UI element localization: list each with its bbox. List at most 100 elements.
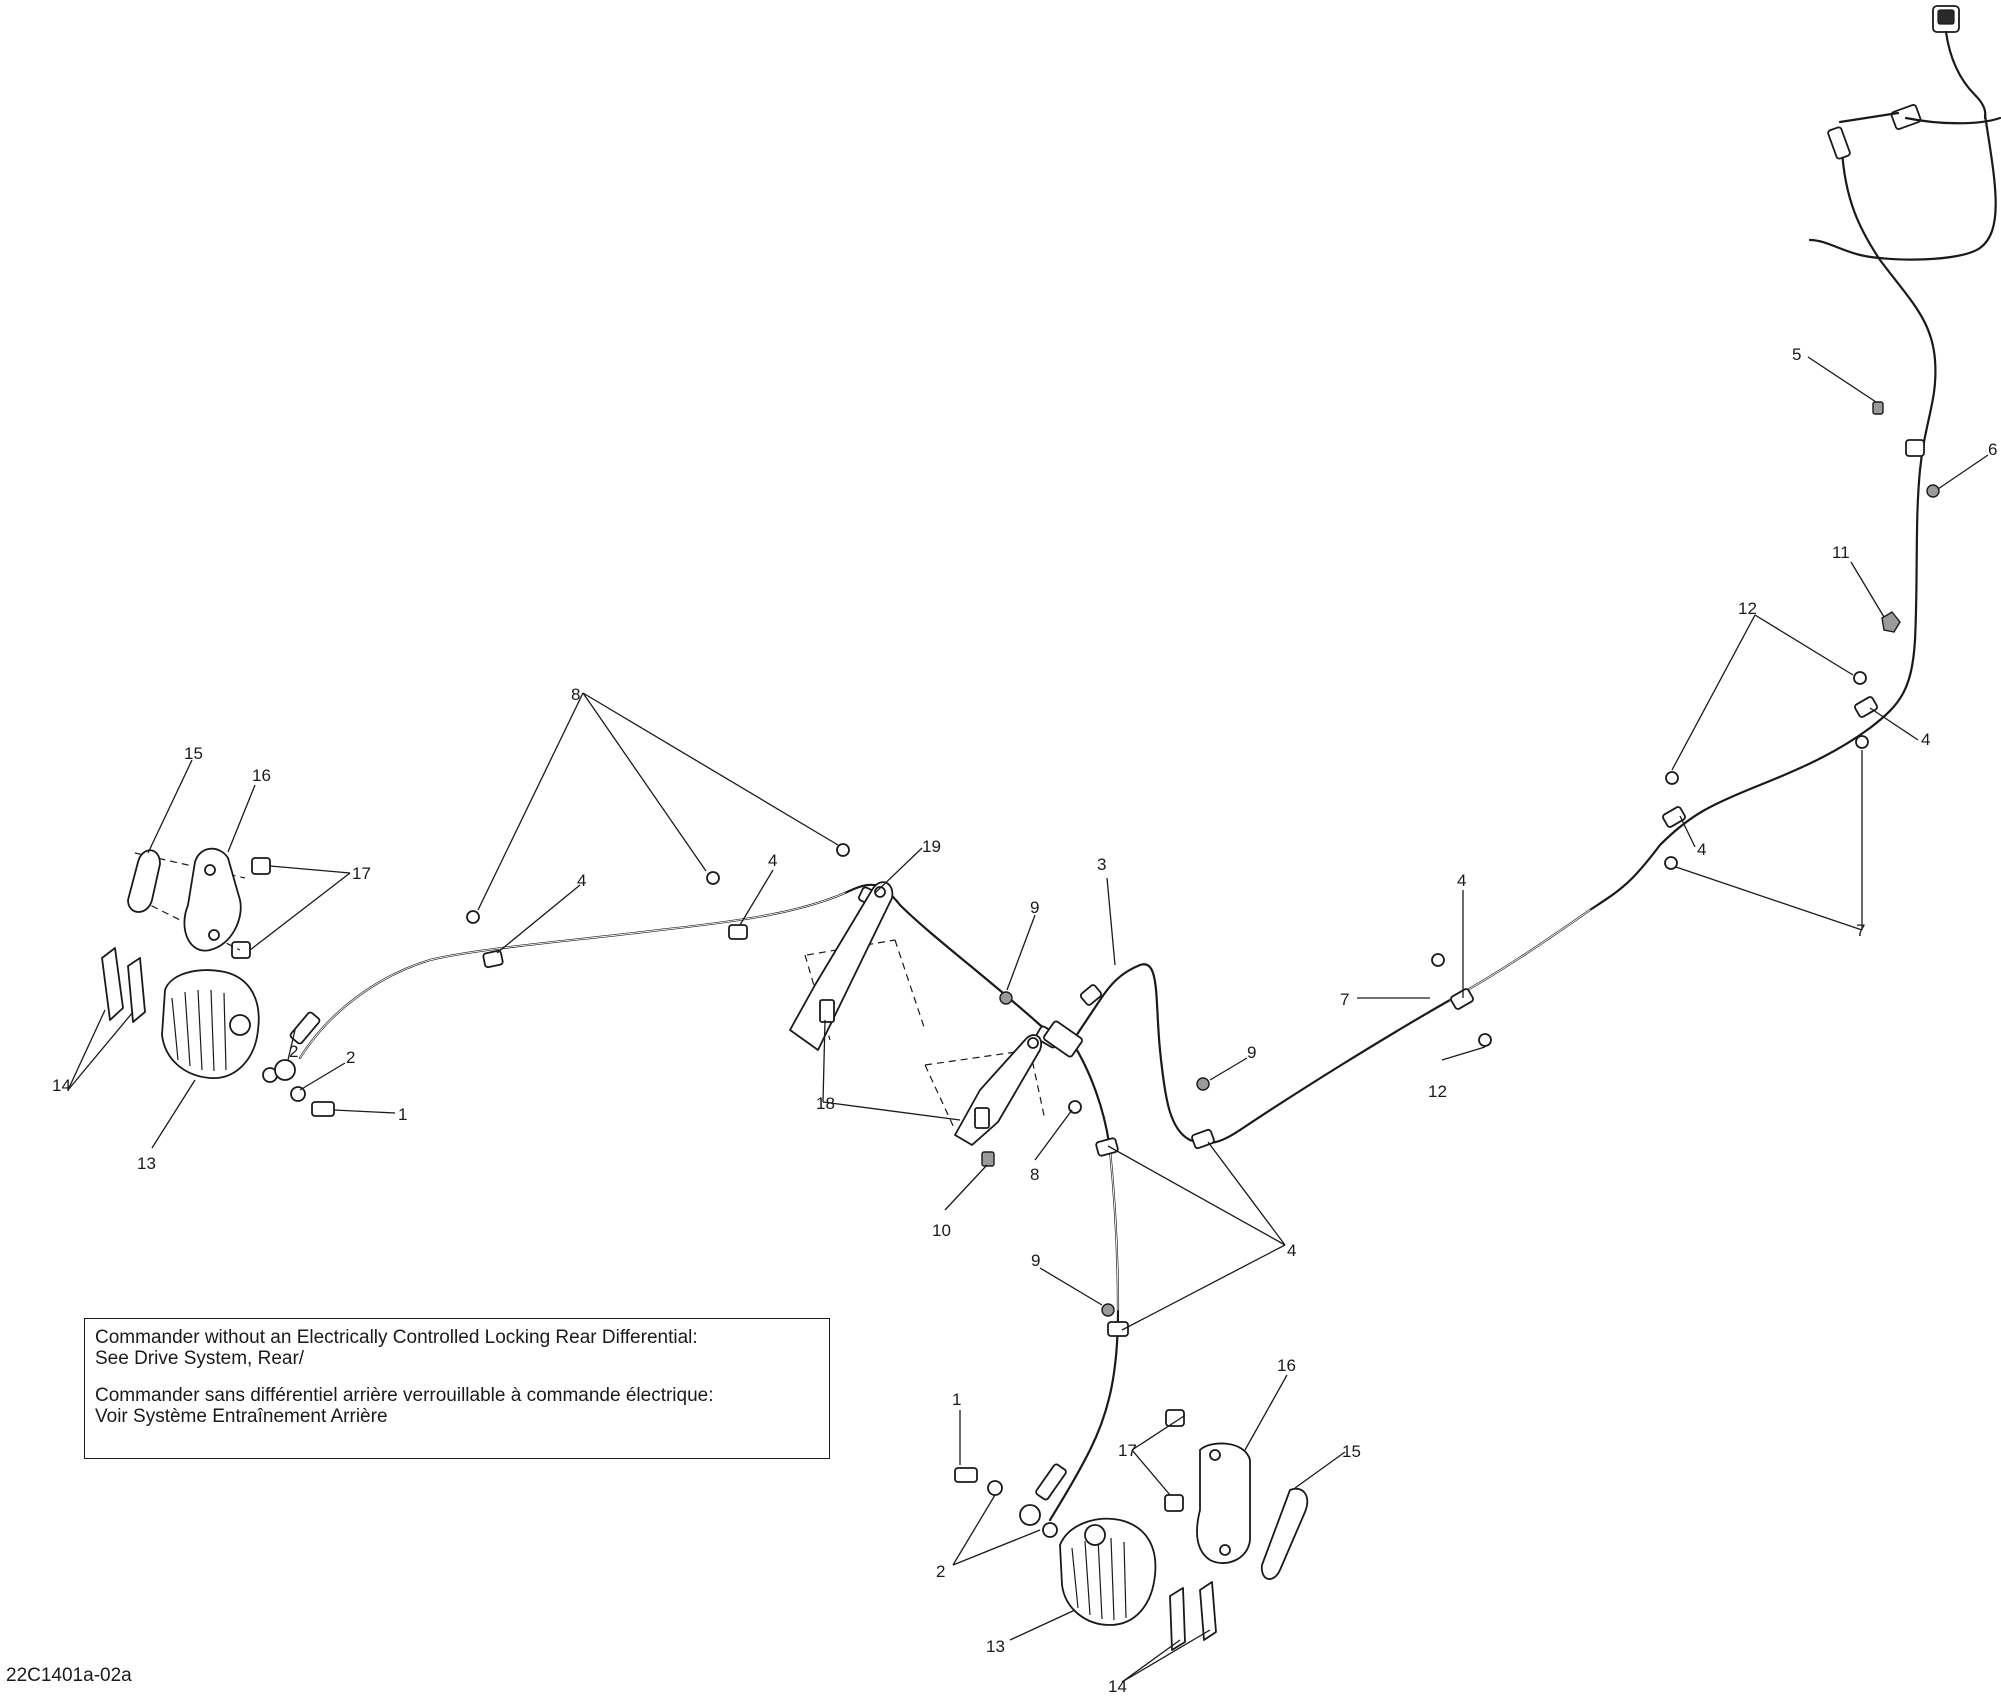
callout-8: 8 [571, 685, 580, 704]
brake-caliper [161, 969, 260, 1079]
brake-pad [1261, 1487, 1309, 1580]
caliper-bolt [1164, 1494, 1184, 1512]
brake-pad [127, 849, 161, 913]
washer [466, 910, 480, 924]
sensor-cable [1808, 113, 1997, 261]
bolt [1872, 401, 1884, 415]
callout-12: 12 [1738, 599, 1757, 618]
brake-pad-shim [101, 947, 124, 1021]
callout-3: 3 [1097, 855, 1106, 874]
brake-hoses [298, 113, 1997, 1522]
banjo-bolt [311, 1101, 335, 1117]
callout-16: 16 [252, 766, 271, 785]
nut [1196, 1077, 1210, 1091]
callout-15: 15 [1342, 1442, 1361, 1461]
callout-4: 4 [1457, 871, 1466, 890]
callout-6: 6 [1988, 440, 1997, 459]
hose-end-fitting [289, 1011, 321, 1045]
washer [706, 871, 720, 885]
banjo-fitting [274, 1059, 296, 1081]
banjo-bolt [954, 1467, 978, 1483]
nut [999, 991, 1013, 1005]
note-line-1: Commander without an Electrically Contro… [95, 1327, 698, 1348]
hose-clip [1079, 984, 1103, 1006]
callout-12: 12 [1428, 1082, 1447, 1101]
brake-pad-shim [127, 957, 146, 1023]
nut [1101, 1303, 1115, 1317]
callout-9: 9 [1031, 1251, 1040, 1270]
callout-5: 5 [1792, 345, 1801, 364]
washer [836, 843, 850, 857]
callout-13: 13 [986, 1637, 1005, 1656]
sealing-washer [1042, 1522, 1058, 1538]
caliper-bracket [1196, 1442, 1251, 1564]
hose-bracket [954, 1034, 1043, 1146]
caliper-bolt [1165, 1409, 1185, 1427]
callout-4: 4 [768, 851, 777, 870]
hose-end-fitting [1827, 126, 1851, 160]
brake-pad-shim [1169, 1587, 1186, 1651]
callout-4: 4 [577, 871, 586, 890]
washer [1431, 953, 1445, 967]
hose-clip [482, 949, 504, 969]
note-box: Commander without an Electrically Contro… [84, 1318, 830, 1459]
callout-10: 10 [932, 1221, 951, 1240]
hardware [231, 401, 1940, 1538]
hose-right-rear [1048, 1040, 1120, 1522]
callout-labels: 1 1 2 2 2 3 4 4 4 4 4 4 5 6 7 7 8 8 9 9 … [52, 345, 1997, 1696]
callout-8: 8 [1030, 1165, 1039, 1184]
hose-clip [1450, 988, 1474, 1010]
hose-end-fitting [1035, 1463, 1067, 1501]
callout-4: 4 [1921, 730, 1930, 749]
hose-clip [1095, 1137, 1119, 1157]
note-line-4: Voir Système Entraînement Arrière [95, 1406, 388, 1427]
hose-bracket [789, 881, 894, 1051]
retaining-clip [1881, 611, 1901, 633]
callout-9: 9 [1247, 1043, 1256, 1062]
brake-pad-shim [1199, 1581, 1217, 1641]
callout-19: 19 [922, 837, 941, 856]
callout-2: 2 [289, 1042, 298, 1061]
hose-clip [1854, 696, 1878, 718]
callout-4: 4 [1287, 1241, 1296, 1260]
callout-18: 18 [816, 1094, 835, 1113]
callout-4: 4 [1697, 840, 1706, 859]
hose-clip [1107, 1321, 1129, 1337]
note-line-3: Commander sans différentiel arrière verr… [95, 1385, 714, 1406]
callout-11: 11 [1832, 543, 1850, 562]
junction-block [1043, 1020, 1083, 1058]
banjo-fitting [1019, 1504, 1041, 1526]
washer [1853, 671, 1867, 685]
callout-9: 9 [1030, 898, 1039, 917]
callout-7: 7 [1340, 990, 1349, 1009]
note-french: Commander sans différentiel arrière verr… [95, 1385, 819, 1427]
hose-clip [1905, 439, 1925, 457]
hose-main-tee [1070, 963, 1242, 1145]
caliper-bolt [231, 941, 251, 959]
hose-main-right [1238, 148, 1937, 1132]
callout-13: 13 [137, 1154, 156, 1173]
right-caliper-assembly [1059, 1442, 1309, 1651]
bolt [981, 1151, 995, 1167]
left-caliper-assembly [101, 847, 260, 1079]
washer [1665, 771, 1679, 785]
sealing-washer [987, 1480, 1003, 1496]
hose-left-rear [298, 883, 1074, 1060]
nut [1926, 484, 1940, 498]
caliper-bracket [183, 847, 242, 952]
callout-16: 16 [1277, 1356, 1296, 1375]
note-english: Commander without an Electrically Contro… [95, 1327, 819, 1369]
callout-17: 17 [352, 864, 371, 883]
hose-clips [289, 5, 2001, 1501]
callout-1: 1 [398, 1105, 407, 1124]
washer [1478, 1033, 1492, 1047]
callout-17: 17 [1118, 1441, 1137, 1460]
note-line-2: See Drive System, Rear/ [95, 1348, 305, 1369]
brackets [789, 881, 1046, 1146]
washer [1664, 856, 1678, 870]
hose-clip [1662, 806, 1686, 828]
callout-7: 7 [1856, 921, 1865, 940]
leader-lines [67, 356, 1989, 1683]
callout-2: 2 [346, 1048, 355, 1067]
caliper-bolt [251, 857, 271, 875]
